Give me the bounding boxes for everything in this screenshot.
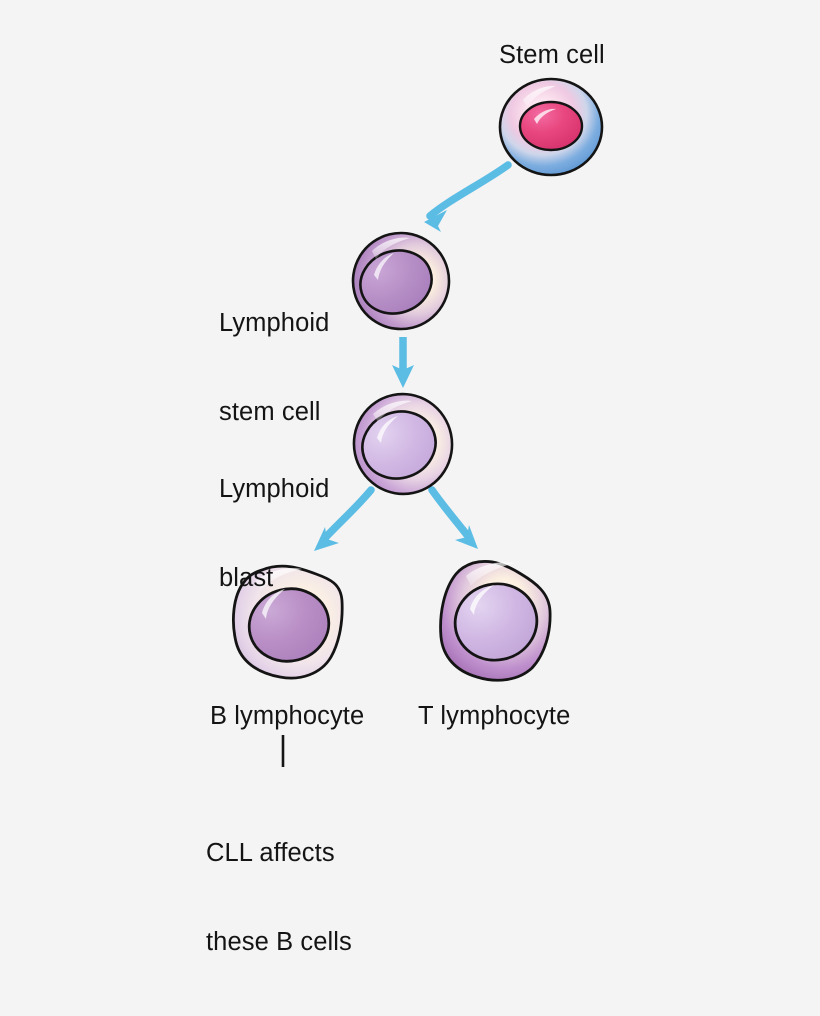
- arrow-blast-to-b-lymphocyte: [314, 486, 375, 551]
- arrow-stem-to-lymphoid-stem: [424, 161, 512, 232]
- arrow-blast-to-t-lymphocyte: [428, 486, 478, 549]
- stem-cell-graphic: [498, 77, 604, 177]
- label-lymphoid-blast: Lymphoid blast: [219, 416, 329, 652]
- label-lymphoid-stem-cell-line1: Lymphoid: [219, 309, 330, 337]
- b-lymphocyte-graphic: [232, 564, 344, 680]
- lymphoid-stem-cell-graphic: [351, 231, 451, 331]
- label-cll-note-line1: CLL affects: [206, 839, 335, 867]
- label-stem-cell: Stem cell: [499, 41, 605, 69]
- lymphoid-blast-graphic: [352, 392, 454, 496]
- label-t-lymphocyte: T lymphocyte: [418, 702, 571, 730]
- label-b-lymphocyte: B lymphocyte: [210, 702, 365, 730]
- label-lymphoid-stem-cell-line2: stem cell: [219, 397, 321, 426]
- diagram-canvas: [232, 77, 604, 767]
- t-lymphocyte-graphic: [439, 560, 552, 682]
- label-cll-note-line2: these B cells: [206, 927, 352, 956]
- label-lymphoid-blast-line2: blast: [219, 563, 274, 592]
- cell-lineage-diagram: Stem cell Lymphoid stem cell Lymphoid bl…: [206, 41, 605, 956]
- label-lymphoid-blast-line1: Lymphoid: [219, 475, 330, 503]
- label-lymphoid-stem-cell: Lymphoid stem cell: [219, 250, 329, 486]
- label-cll-note: CLL affects these B cells: [206, 780, 352, 1016]
- arrow-lymphoid-stem-to-blast: [392, 337, 414, 388]
